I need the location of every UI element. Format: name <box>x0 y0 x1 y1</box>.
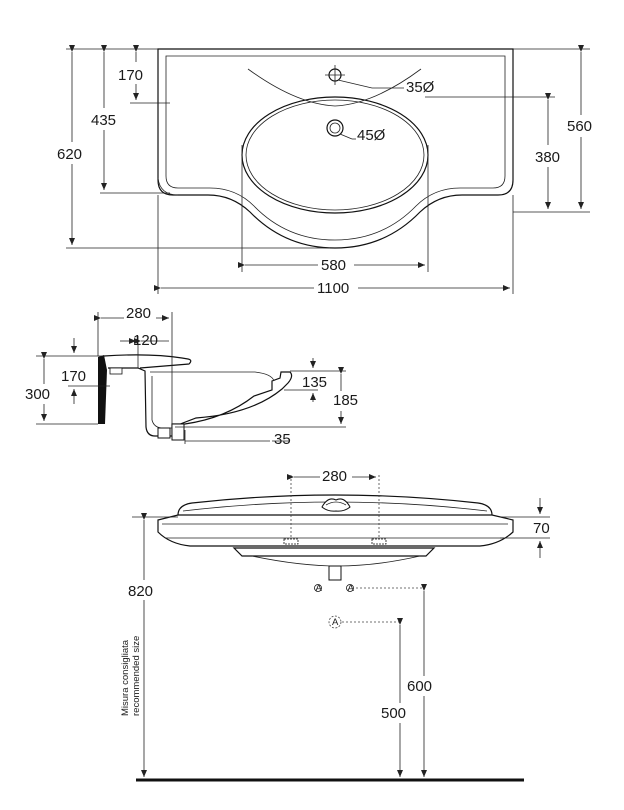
basin-section-inner <box>151 376 172 429</box>
basin-section-outer <box>108 367 293 437</box>
svg-text:A: A <box>348 583 355 594</box>
dim-side-185: 185 <box>333 392 358 409</box>
dim-side-120: 120 <box>133 332 158 349</box>
dim-side-280: 280 <box>126 305 151 322</box>
side-view: 280 120 300 170 135 185 35 <box>24 303 364 448</box>
svg-text:A: A <box>332 617 339 628</box>
tap-arc <box>247 68 422 107</box>
front-top-edge <box>177 494 493 516</box>
dim-side-300: 300 <box>25 386 50 403</box>
front-view: 280 70 A A A 820 Misura consigliata reco… <box>120 466 550 782</box>
dim-1100: 1100 <box>317 280 349 297</box>
marker-a-lower <box>328 615 342 629</box>
basin-outline-inner <box>165 55 506 241</box>
dim-380: 380 <box>535 149 560 166</box>
dim-435: 435 <box>91 112 116 129</box>
rim-line <box>157 177 179 196</box>
front-apron <box>232 547 436 557</box>
dim-front-70: 70 <box>533 520 550 537</box>
recommended-size-note-line1: Misura consigliata <box>120 639 131 716</box>
drain-hole <box>326 119 344 137</box>
marker-a-left <box>314 584 322 592</box>
svg-text:A: A <box>316 583 323 594</box>
basin-outline-outer <box>157 48 514 249</box>
dim-front-600: 600 <box>407 678 432 695</box>
dim-side-135: 135 <box>302 374 327 391</box>
bowl-outline <box>241 96 429 214</box>
wall-section <box>98 355 107 424</box>
marker-a-right <box>346 584 354 592</box>
dim-front-820: 820 <box>128 583 153 600</box>
dim-170: 170 <box>118 67 143 84</box>
drain-pipe <box>328 565 342 581</box>
dim-drain-hole: 45Ø <box>357 127 386 144</box>
bowl-inner <box>245 99 425 211</box>
dim-front-500: 500 <box>381 705 406 722</box>
dim-620: 620 <box>57 146 82 163</box>
dim-tap-hole: 35Ø <box>406 79 435 96</box>
front-slab <box>157 514 514 547</box>
basin-section-rim <box>150 371 275 382</box>
recommended-size-note-line2: recommended size <box>131 636 142 716</box>
dim-side-170: 170 <box>61 368 86 385</box>
basin-top-profile <box>103 354 192 369</box>
dim-560: 560 <box>567 118 592 135</box>
dim-580: 580 <box>321 257 346 274</box>
dim-front-280: 280 <box>322 468 347 485</box>
ornament-icon <box>321 498 351 512</box>
dim-side-35: 35 <box>274 431 291 448</box>
top-view: 35Ø 45Ø 620 435 170 560 380 <box>57 45 599 298</box>
